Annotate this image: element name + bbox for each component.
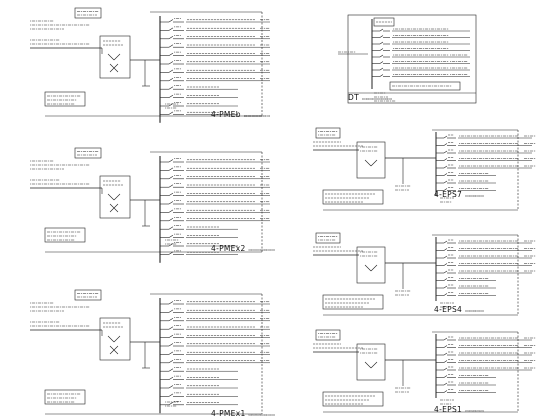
panel-label-4-eps1: 4-EPS1▭▭▭▭▭ xyxy=(434,405,484,414)
distribution-board-4-eps4 xyxy=(313,232,536,316)
distribution-board-4-eps7 xyxy=(313,127,536,211)
panel-label-dt: DT▭▭▭▭▭▭▭▭ xyxy=(348,93,393,102)
panel-label-4-pm-1: 4-PMEx1▭▭▭▭▭▭▭ xyxy=(211,409,275,418)
panel-label-4-pm-2: 4-PMEx2▭▭▭▭▭▭▭ xyxy=(211,244,275,253)
distribution-board-dt xyxy=(338,14,477,104)
distribution-board-4-pm-2 xyxy=(30,147,270,263)
panel-label-4-eps4: 4-EPS4▭▭▭▭▭ xyxy=(434,305,484,314)
distribution-board-4-eps1 xyxy=(313,329,536,413)
distribution-board-4-pm-b xyxy=(30,7,270,123)
panel-label-4-eps7: 4-EPS7▭▭▭▭▭ xyxy=(434,190,484,199)
distribution-board-4-pm-1 xyxy=(30,289,270,415)
panel-label-4-pm-b: 4-PMEb▭▭▭▭▭▭▭ xyxy=(211,110,271,119)
